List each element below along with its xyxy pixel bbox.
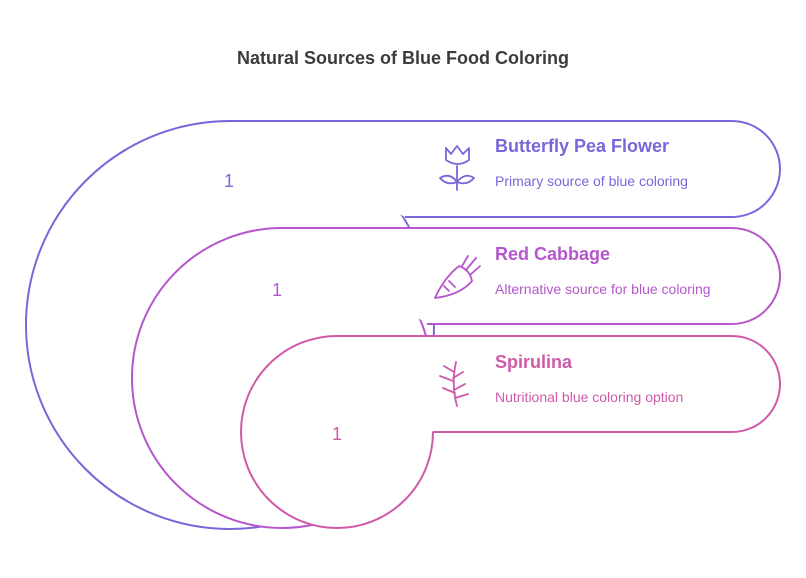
seaweed-branch-icon bbox=[439, 361, 469, 407]
beet-root-vegetable-icon bbox=[434, 255, 481, 299]
item-description: Nutritional blue coloring option bbox=[495, 389, 683, 405]
pill-shape bbox=[230, 120, 781, 218]
count-label: 1 bbox=[224, 171, 234, 191]
diagram-title: Natural Sources of Blue Food Coloring bbox=[236, 48, 569, 68]
count-label: 1 bbox=[332, 424, 342, 444]
pill-shape bbox=[282, 227, 781, 325]
item-title: Red Cabbage bbox=[495, 244, 610, 264]
item-title: Spirulina bbox=[495, 352, 573, 372]
band-spirulina: 1 Spirulina Nutritional blue coloring op… bbox=[240, 335, 781, 529]
item-description: Primary source of blue coloring bbox=[495, 173, 688, 189]
count-label: 1 bbox=[272, 280, 282, 300]
tulip-flower-icon bbox=[439, 145, 475, 191]
item-title: Butterfly Pea Flower bbox=[495, 136, 669, 156]
item-description: Alternative source for blue coloring bbox=[495, 281, 711, 297]
pill-shape bbox=[337, 335, 781, 433]
